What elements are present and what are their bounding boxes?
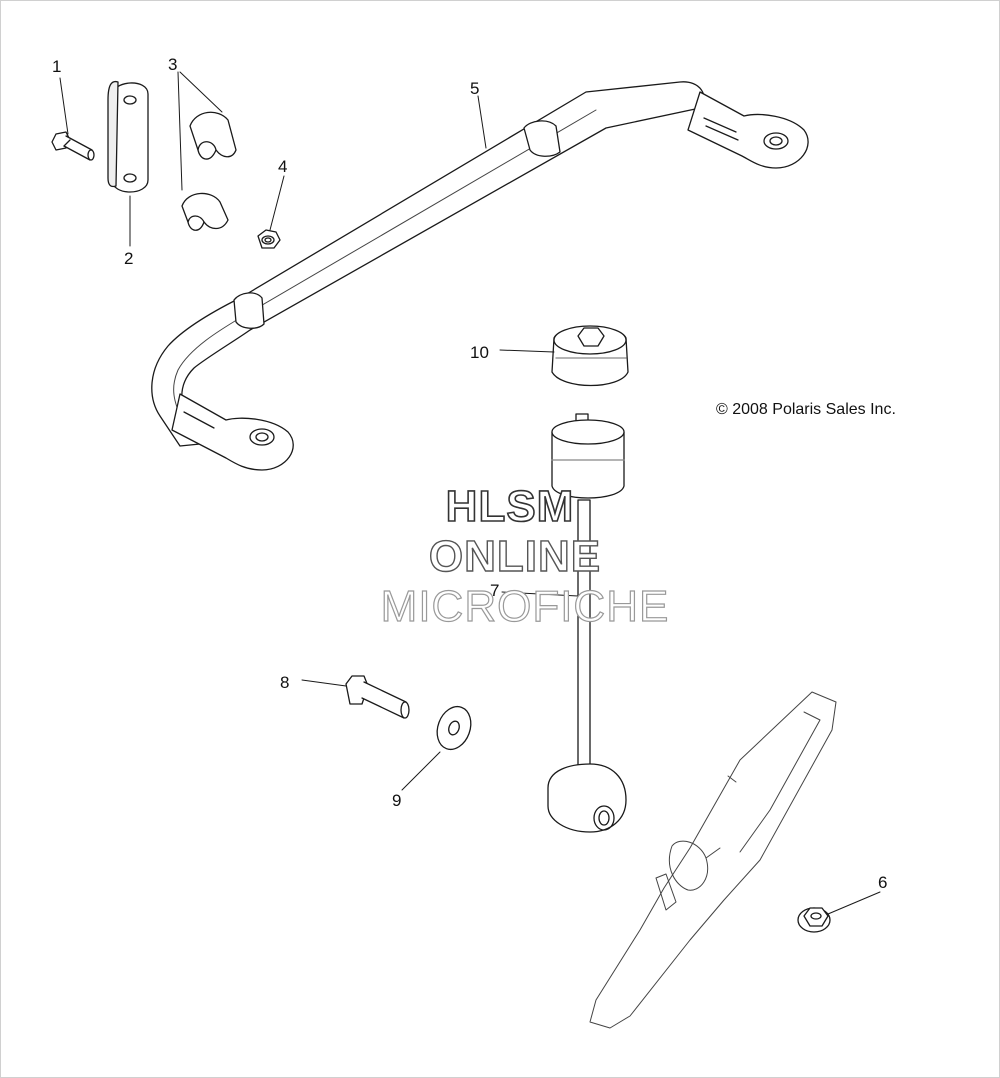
part-1-bolt <box>52 132 94 160</box>
frame-member <box>590 692 836 1028</box>
callout-4: 4 <box>278 157 288 176</box>
callout-8: 8 <box>280 673 290 692</box>
callout-6: 6 <box>878 873 888 892</box>
part-2-clamp-plate <box>108 82 148 192</box>
watermark-line-2: ONLINE <box>428 531 602 581</box>
part-4-nut <box>258 230 280 248</box>
part-8-bolt <box>346 676 409 718</box>
copyright-text: © 2008 Polaris Sales Inc. <box>716 401 896 418</box>
watermark-line-1: HLSM <box>445 481 575 532</box>
callout-9: 9 <box>392 791 402 810</box>
leader-lines <box>60 72 880 914</box>
callout-2: 2 <box>124 249 134 268</box>
part-3-bushings <box>182 112 236 230</box>
callout-5: 5 <box>470 79 480 98</box>
part-10-bushing <box>552 326 628 386</box>
part-9-washer <box>431 702 476 754</box>
watermark-line-3: MICROFICHE <box>380 581 670 631</box>
callout-10: 10 <box>470 343 489 362</box>
part-5-stabilizer-bar <box>152 82 808 470</box>
callout-7: 7 <box>490 581 500 600</box>
part-6-flange-nut <box>798 908 830 932</box>
part-7-link-rod <box>548 414 626 832</box>
callout-1: 1 <box>52 57 62 76</box>
callout-3: 3 <box>168 55 178 74</box>
